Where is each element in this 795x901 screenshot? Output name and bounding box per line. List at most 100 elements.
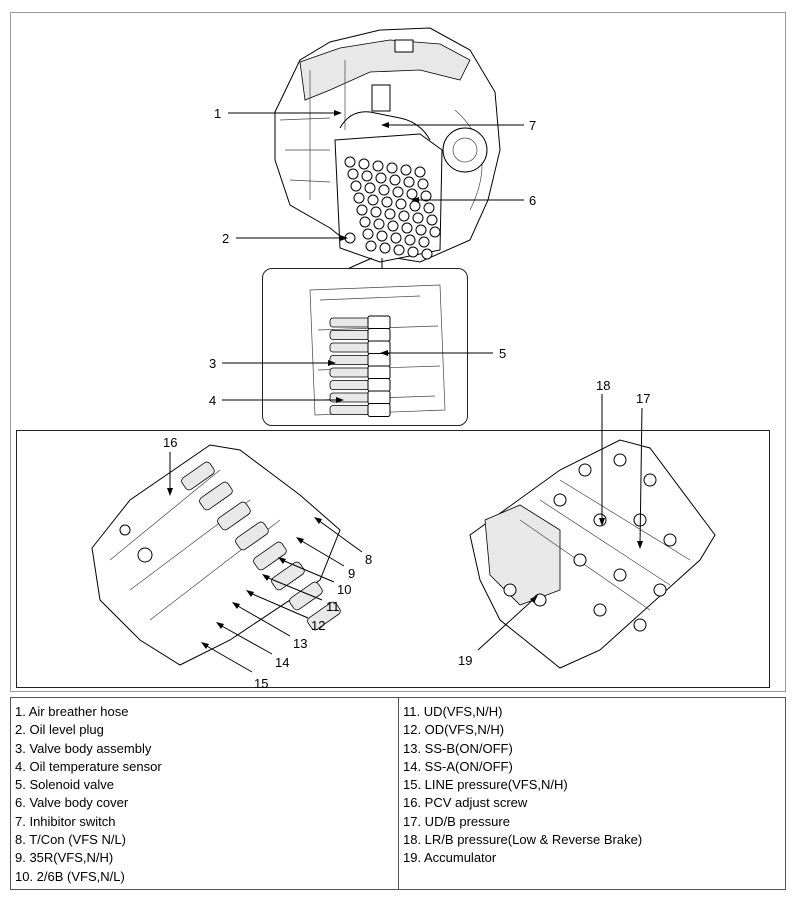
cover-bolt	[356, 204, 368, 216]
cover-bolt	[353, 192, 365, 204]
cover-bolt	[350, 180, 362, 192]
solenoid-valve	[235, 521, 269, 551]
legend-item: 19. Accumulator	[403, 850, 497, 866]
cover-bolt	[633, 618, 647, 632]
cover-bolt	[367, 194, 379, 206]
solenoid-valve	[199, 481, 233, 511]
cover-bolt	[378, 184, 390, 196]
cover-bolt	[375, 172, 387, 184]
cover-bolt	[370, 206, 382, 218]
cover-bolt	[663, 533, 677, 547]
diagram-frame	[10, 12, 786, 692]
cover-bolt	[400, 164, 412, 176]
cover-bolt	[573, 553, 587, 567]
legend-item: 18. LR/B pressure(Low & Reverse Brake)	[403, 832, 643, 848]
legend-item: 7. Inhibitor switch	[15, 813, 116, 829]
legend-item: 9. 35R(VFS,N/H)	[15, 850, 114, 866]
callout-1: 1	[214, 106, 221, 121]
legend-item: 6. Valve body cover	[15, 795, 129, 811]
legend-item: 4. Oil temperature sensor	[15, 758, 162, 774]
cover-bolt	[379, 242, 391, 254]
solenoid-valve	[181, 461, 215, 491]
callout-3: 3	[209, 356, 216, 371]
cover-bolt	[533, 593, 547, 607]
legend-item: 12. OD(VFS,N/H)	[403, 722, 505, 738]
legend-item: 16. PCV adjust screw	[403, 795, 528, 811]
legend-column-right: 11. UD(VFS,N/H) 12. OD(VFS,N/H) 13. SS-B…	[399, 698, 785, 889]
cover-bolt	[358, 158, 370, 170]
callout-7: 7	[529, 118, 536, 133]
cover-bolt	[387, 220, 399, 232]
legend-item: 17. UD/B pressure	[403, 813, 510, 829]
cover-bolt	[381, 196, 393, 208]
cover-bolt	[361, 170, 373, 182]
cover-bolt	[415, 224, 427, 236]
callout-17: 17	[636, 391, 650, 406]
valve-body-views-frame	[16, 430, 770, 688]
callout-13: 13	[293, 636, 307, 651]
cover-bolt	[384, 208, 396, 220]
legend-item: 1. Air breather hose	[15, 704, 129, 719]
valve-body-cover	[334, 133, 443, 263]
cover-bolt	[421, 248, 433, 260]
callout-8: 8	[365, 552, 372, 567]
valve-body-solenoid-side	[91, 444, 341, 666]
valve-body-cover-side	[469, 439, 716, 669]
cover-bolt	[553, 493, 567, 507]
cover-bolt	[359, 216, 371, 228]
legend-item: 15. LINE pressure(VFS,N/H)	[403, 777, 568, 793]
cover-bolt	[613, 453, 627, 467]
legend-item: 8. T/Con (VFS N/L)	[15, 832, 127, 848]
cover-bolt	[418, 236, 430, 248]
cover-bolt	[406, 188, 418, 200]
solenoid-connector	[367, 403, 391, 417]
cover-bolt	[593, 603, 607, 617]
legend-item: 3. Valve body assembly	[15, 740, 152, 756]
cover-bolt	[390, 232, 402, 244]
callout-5: 5	[499, 346, 506, 361]
cover-bolt	[344, 156, 356, 168]
transmission-diagram: 1 2 6 7	[214, 27, 536, 271]
cover-bolt	[372, 160, 384, 172]
cover-bolt	[613, 568, 627, 582]
valve-body-detail-views: 16 8 9 10 11 12 13 14 15 18 17 19	[91, 378, 716, 691]
cover-bolt	[414, 166, 426, 178]
valve-body-assembly	[309, 284, 446, 417]
cover-bolt	[376, 230, 388, 242]
legend-item: 5. Solenoid valve	[15, 777, 115, 793]
cover-bolt	[373, 218, 385, 230]
solenoid-valve	[253, 541, 287, 571]
callout-11: 11	[326, 599, 340, 614]
solenoid-valve	[289, 581, 323, 611]
legend-column-left: 1. Air breather hose 2. Oil level plug 3…	[11, 698, 399, 889]
callout-4: 4	[209, 393, 216, 408]
legend-item: 2. Oil level plug	[15, 722, 104, 738]
cover-bolt	[392, 186, 404, 198]
cover-bolt	[395, 198, 407, 210]
cover-bolt	[429, 226, 441, 238]
solenoid-valve	[217, 501, 251, 531]
transmission-housing	[274, 27, 501, 263]
cover-bolt	[412, 212, 424, 224]
cover-bolt	[393, 244, 405, 256]
cover-bolt	[364, 182, 376, 194]
cover-bolt	[365, 240, 377, 252]
callout-2: 2	[222, 231, 229, 246]
callout-6: 6	[529, 193, 536, 208]
cover-bolt	[426, 214, 438, 226]
callout-16: 16	[163, 435, 177, 450]
callout-18: 18	[596, 378, 610, 393]
callout-15: 15	[254, 676, 268, 691]
legend-item: 14. SS-A(ON/OFF)	[403, 758, 513, 774]
cover-bolt	[653, 583, 667, 597]
cover-bolt	[404, 234, 416, 246]
legend-item: 10. 2/6B (VFS,N/L)	[15, 868, 125, 884]
cover-bolt	[420, 190, 432, 202]
cover-bolt	[503, 583, 517, 597]
cover-bolt	[347, 168, 359, 180]
cover-bolt	[417, 178, 429, 190]
legend-item: 11. UD(VFS,N/H)	[403, 704, 503, 719]
legend-item: 13. SS-B(ON/OFF)	[403, 740, 513, 756]
cover-bolt	[643, 473, 657, 487]
solenoid-valve	[307, 601, 341, 631]
